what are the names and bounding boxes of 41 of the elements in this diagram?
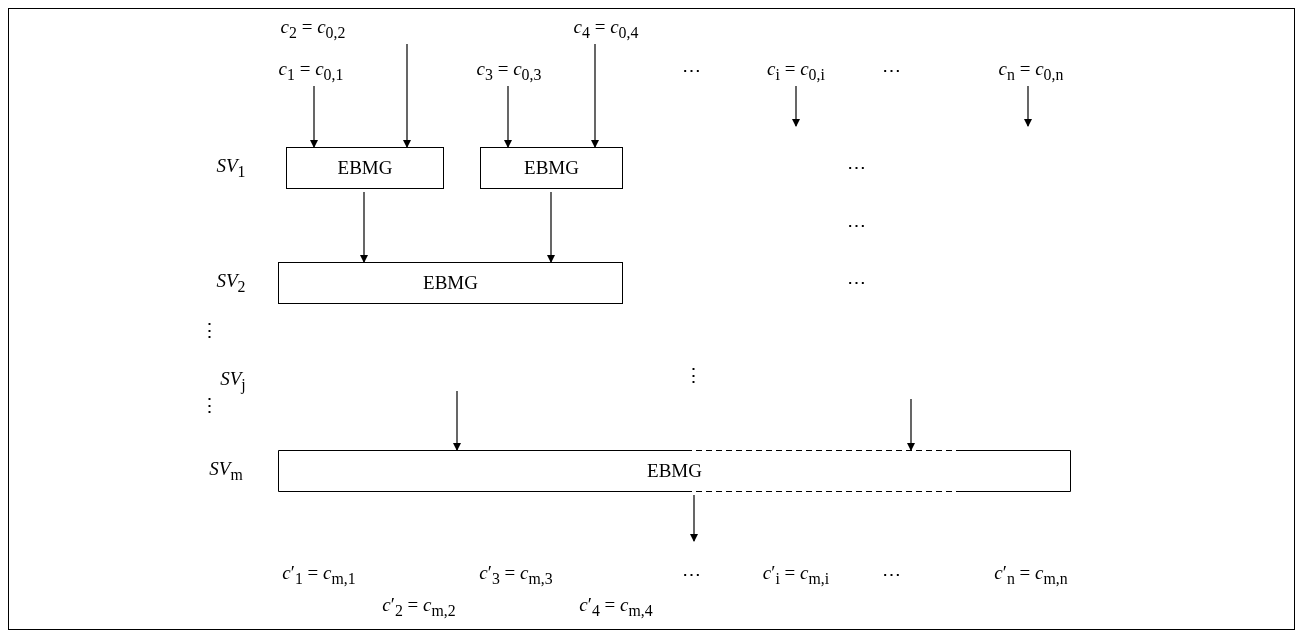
arrow (547, 191, 555, 263)
formula-label: c$_{2}$ = c$_{0,2}$ (280, 16, 346, 42)
formula-label: c′$_{2}$ = c$_{m,2}$ (382, 594, 456, 620)
formula-label: c′$_{4}$ = c$_{m,4}$ (579, 594, 653, 620)
row-label: SV$_{2}$ (216, 270, 246, 296)
formula-label: c$_{4}$ = c$_{0,4}$ (573, 16, 639, 42)
ellipsis: ⋯ (881, 60, 901, 82)
process-box: EBMG (278, 450, 1071, 492)
vertical-ellipsis: ⋮ (199, 320, 219, 342)
arrow (1024, 85, 1032, 127)
formula-label: c$_{1}$ = c$_{0,1}$ (278, 58, 344, 84)
formula-label: c$_{n}$ = c$_{0,n}$ (998, 58, 1064, 84)
vertical-ellipsis: ⋮ (683, 365, 703, 387)
ellipsis: ⋯ (881, 564, 901, 586)
process-box: EBMG (286, 147, 444, 189)
arrow (591, 43, 599, 148)
formula-label: c′$_{3}$ = c$_{m,3}$ (479, 562, 553, 588)
process-box: EBMG (480, 147, 623, 189)
formula-label: c$_{3}$ = c$_{0,3}$ (476, 58, 542, 84)
arrow (907, 398, 915, 451)
ellipsis: ⋯ (681, 60, 701, 82)
arrow (504, 85, 512, 148)
row-label: SV$_{1}$ (216, 155, 246, 181)
vertical-ellipsis: ⋮ (199, 395, 219, 417)
formula-label: c′$_{i}$ = c$_{m,i}$ (762, 562, 830, 588)
row-label: SV$_{j}$ (220, 368, 246, 394)
arrow (690, 494, 698, 542)
ellipsis: ⋯ (846, 272, 866, 294)
arrow (360, 191, 368, 263)
row-label: SV$_{m}$ (209, 458, 243, 484)
formula-label: c′$_{1}$ = c$_{m,1}$ (282, 562, 356, 588)
arrow (792, 85, 800, 127)
ellipsis: ⋯ (681, 564, 701, 586)
ellipsis: ⋯ (846, 157, 866, 179)
arrow (310, 85, 318, 148)
formula-label: c$_{i}$ = c$_{0,i}$ (767, 58, 825, 84)
arrow (403, 43, 411, 148)
formula-label: c′$_{n}$ = c$_{m,n}$ (994, 562, 1068, 588)
process-box: EBMG (278, 262, 623, 304)
arrow (453, 390, 461, 451)
ellipsis: ⋯ (846, 215, 866, 237)
